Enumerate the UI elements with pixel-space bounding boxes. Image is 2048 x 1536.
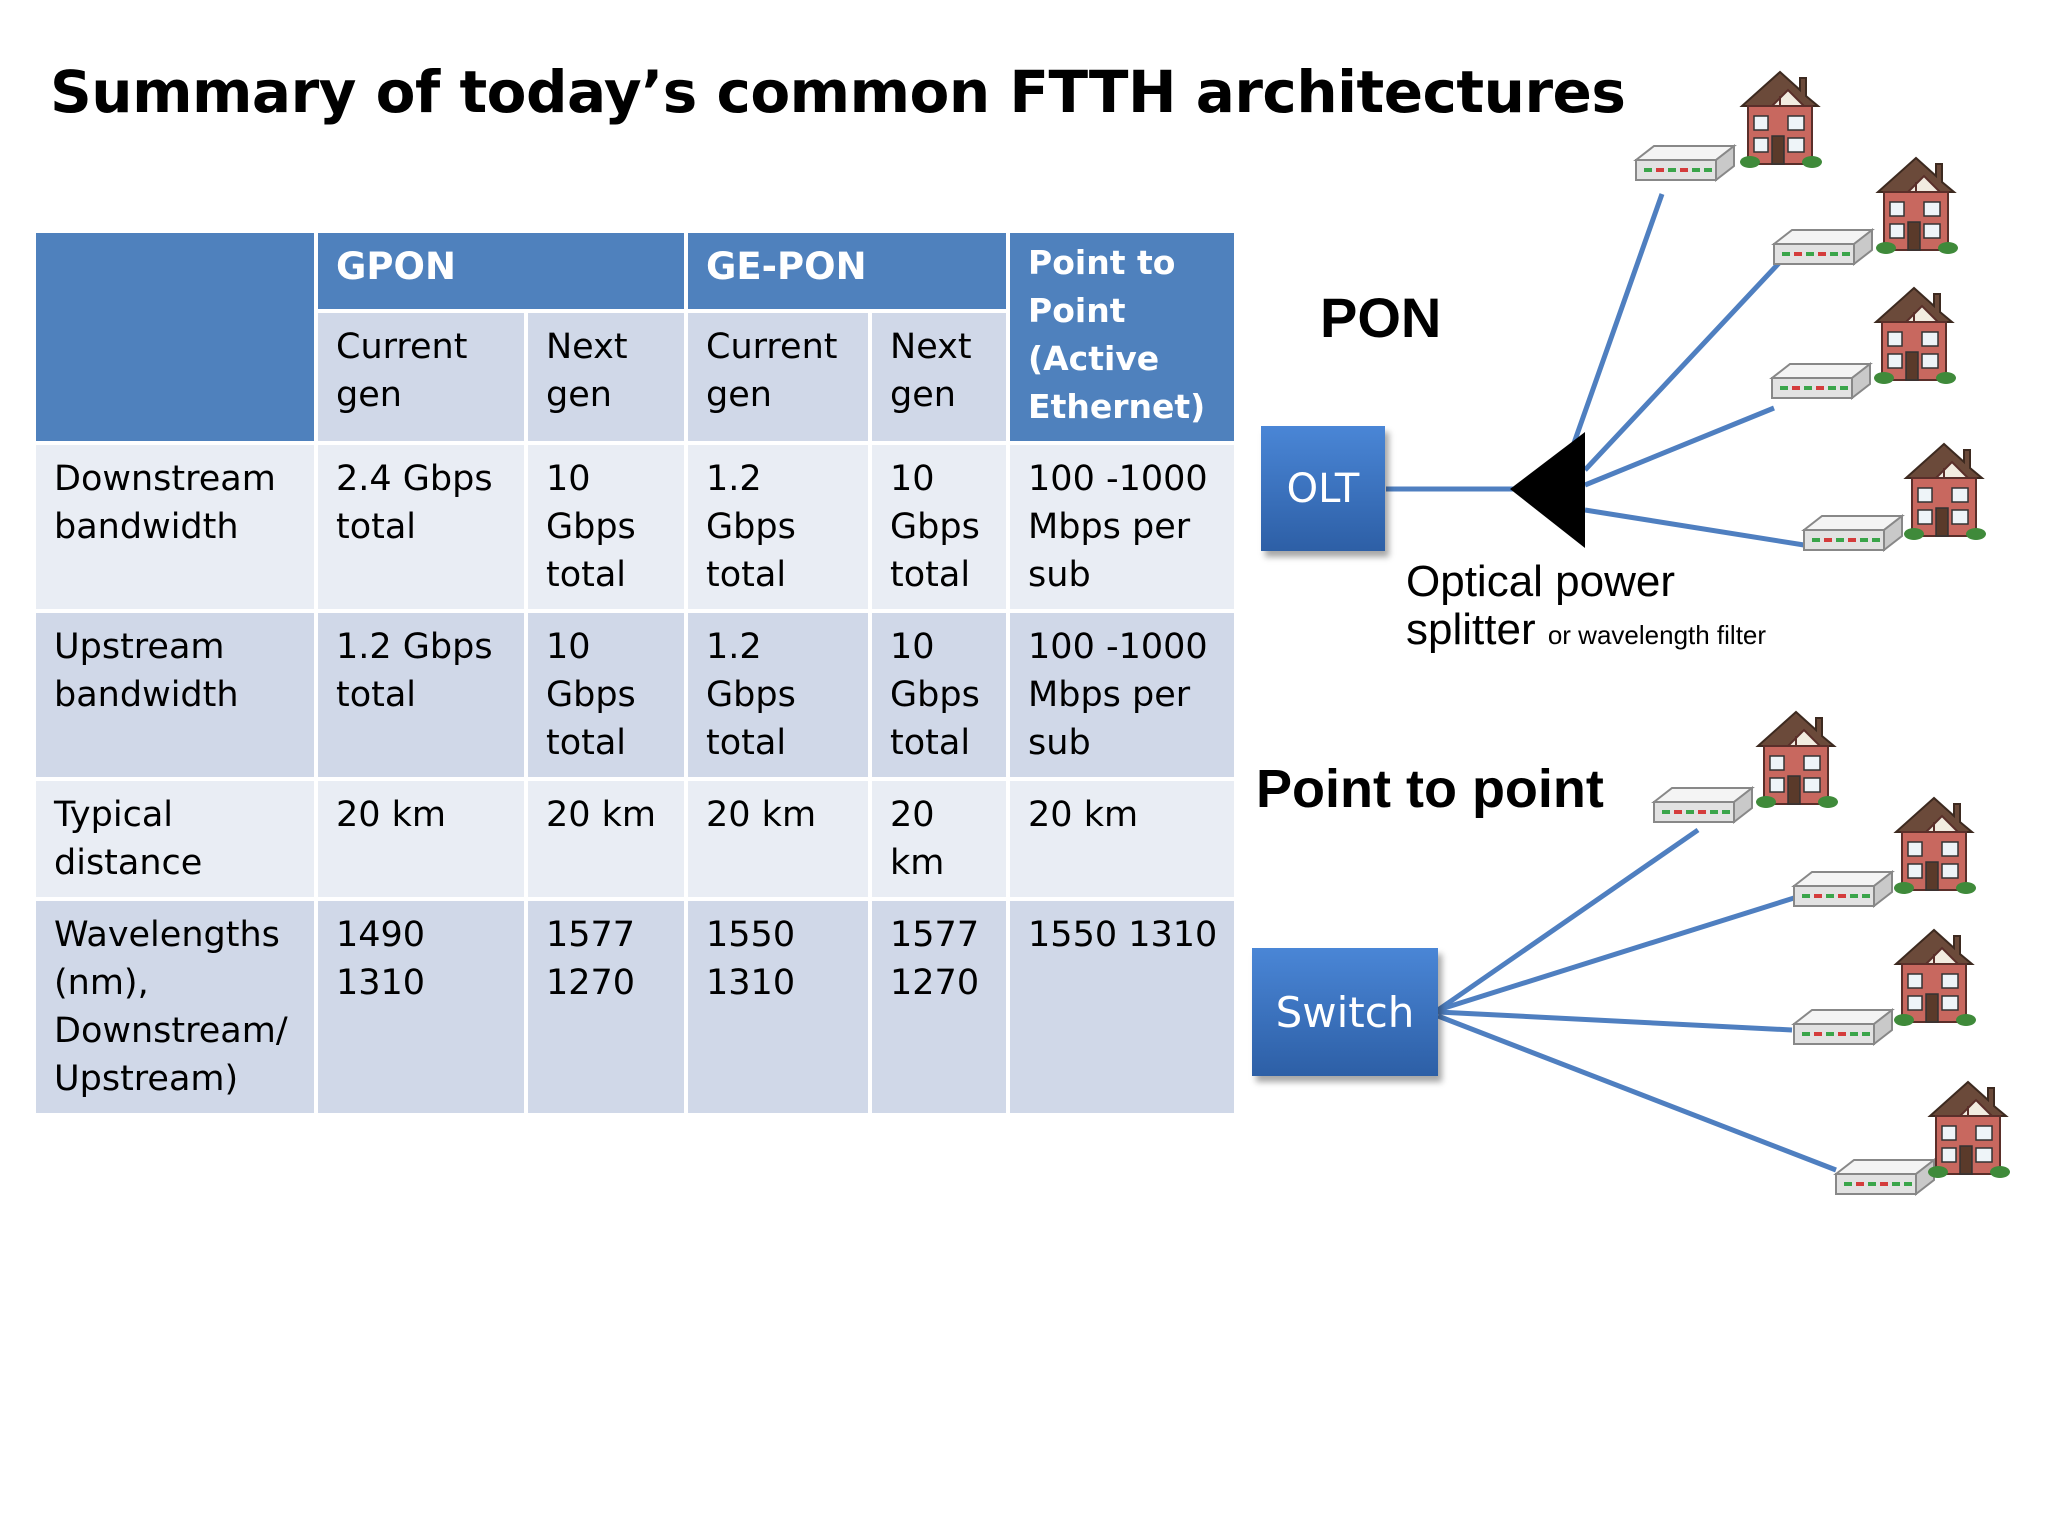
table-cell: 1.2 Gbps total bbox=[684, 609, 873, 781]
table-cell: 10 Gbps total bbox=[868, 609, 1011, 781]
house-icon bbox=[1893, 929, 1977, 1027]
table-cell: 20 km bbox=[523, 777, 689, 901]
ptp-fiber-lines bbox=[1436, 827, 1837, 1173]
splitter-label-line1: Optical power bbox=[1406, 557, 1676, 606]
table-cell: 1577 1270 bbox=[523, 897, 689, 1117]
row-label: Downstream bandwidth bbox=[32, 441, 318, 613]
row-label: Typical distance bbox=[32, 777, 318, 901]
table-row-upstream: Upstream bandwidth 1.2 Gbps total 10 Gbp… bbox=[32, 609, 1239, 781]
gpon-header: GPON bbox=[313, 229, 689, 313]
gpon-current-gen-header: Current gen bbox=[314, 308, 528, 445]
house-icon bbox=[1739, 71, 1823, 169]
table-cell: 1550 1310 bbox=[684, 897, 873, 1117]
table-cell: 100 -1000 Mbps per sub bbox=[1006, 441, 1239, 613]
table-cell: 1.2 Gbps total bbox=[314, 609, 528, 781]
table-cell: 10 Gbps total bbox=[523, 441, 689, 613]
ont-modem-icon bbox=[1773, 229, 1873, 265]
splitter-label-line2: splitter or wavelength filter bbox=[1406, 605, 1767, 654]
switch-box: Switch bbox=[1252, 948, 1438, 1076]
point-to-point-header: Point to Point (Active Ethernet) bbox=[1006, 229, 1239, 445]
table-cell: 20 km bbox=[314, 777, 528, 901]
row-label: Wavelengths (nm), Downstream/ Upstream) bbox=[32, 897, 318, 1117]
ont-modem-icon bbox=[1835, 1159, 1935, 1195]
table-cell: 10 Gbps total bbox=[868, 441, 1011, 613]
ont-modem-icon bbox=[1653, 787, 1753, 823]
gepon-header: GE-PON bbox=[684, 229, 1011, 313]
ont-modem-icon bbox=[1793, 1009, 1893, 1045]
house-icon bbox=[1873, 287, 1957, 385]
table-cell: 2.4 Gbps total bbox=[314, 441, 528, 613]
olt-box: OLT bbox=[1261, 426, 1385, 551]
house-icon bbox=[1755, 711, 1839, 809]
table-cell: 10 Gbps total bbox=[523, 609, 689, 781]
splitter-triangle-icon bbox=[1510, 432, 1585, 548]
house-icon bbox=[1927, 1081, 2011, 1179]
table-cell: 20 km bbox=[1006, 777, 1239, 901]
pon-fiber-lines bbox=[1386, 193, 1805, 548]
splitter-note: or wavelength filter bbox=[1547, 620, 1767, 650]
table-cell: 100 -1000 Mbps per sub bbox=[1006, 609, 1239, 781]
house-icon bbox=[1893, 797, 1977, 895]
table-cell: 1490 1310 bbox=[314, 897, 528, 1117]
table-cell: 20 km bbox=[684, 777, 873, 901]
table-cell: 1550 1310 bbox=[1006, 897, 1239, 1117]
table-subheader-row: Current gen Next gen Current gen Next ge… bbox=[34, 308, 1236, 445]
table-header-row: GPON GE-PON Point to Point (Active Ether… bbox=[32, 229, 1239, 445]
gpon-next-gen-header: Next gen bbox=[523, 308, 689, 445]
ont-modem-icon bbox=[1635, 145, 1735, 181]
splitter-label: Optical power splitter or wavelength fil… bbox=[1406, 558, 1766, 659]
table-row-distance: Typical distance 20 km 20 km 20 km 20 km… bbox=[32, 777, 1239, 901]
ftth-comparison-table: GPON GE-PON Point to Point (Active Ether… bbox=[32, 229, 1239, 1117]
gepon-current-gen-header: Current gen bbox=[684, 308, 873, 445]
pon-label: PON bbox=[1320, 286, 1442, 349]
ont-modem-icon bbox=[1793, 871, 1893, 907]
slide-title: Summary of today’s common FTTH architect… bbox=[50, 58, 1626, 126]
ont-modem-icon bbox=[1771, 363, 1871, 399]
table-row-wavelengths: Wavelengths (nm), Downstream/ Upstream) … bbox=[32, 897, 1239, 1117]
ont-modem-icon bbox=[1803, 515, 1903, 551]
table-cell: 20 km bbox=[868, 777, 1011, 901]
gepon-next-gen-header: Next gen bbox=[868, 308, 1011, 445]
table-cell: 1.2 Gbps total bbox=[684, 441, 873, 613]
table-row-downstream: Downstream bandwidth 2.4 Gbps total 10 G… bbox=[32, 441, 1239, 613]
house-icon bbox=[1875, 157, 1959, 255]
corner-cell bbox=[32, 229, 318, 445]
row-label: Upstream bandwidth bbox=[32, 609, 318, 781]
point-to-point-label: Point to point bbox=[1256, 759, 1604, 819]
table-cell: 1577 1270 bbox=[868, 897, 1011, 1117]
house-icon bbox=[1903, 443, 1987, 541]
